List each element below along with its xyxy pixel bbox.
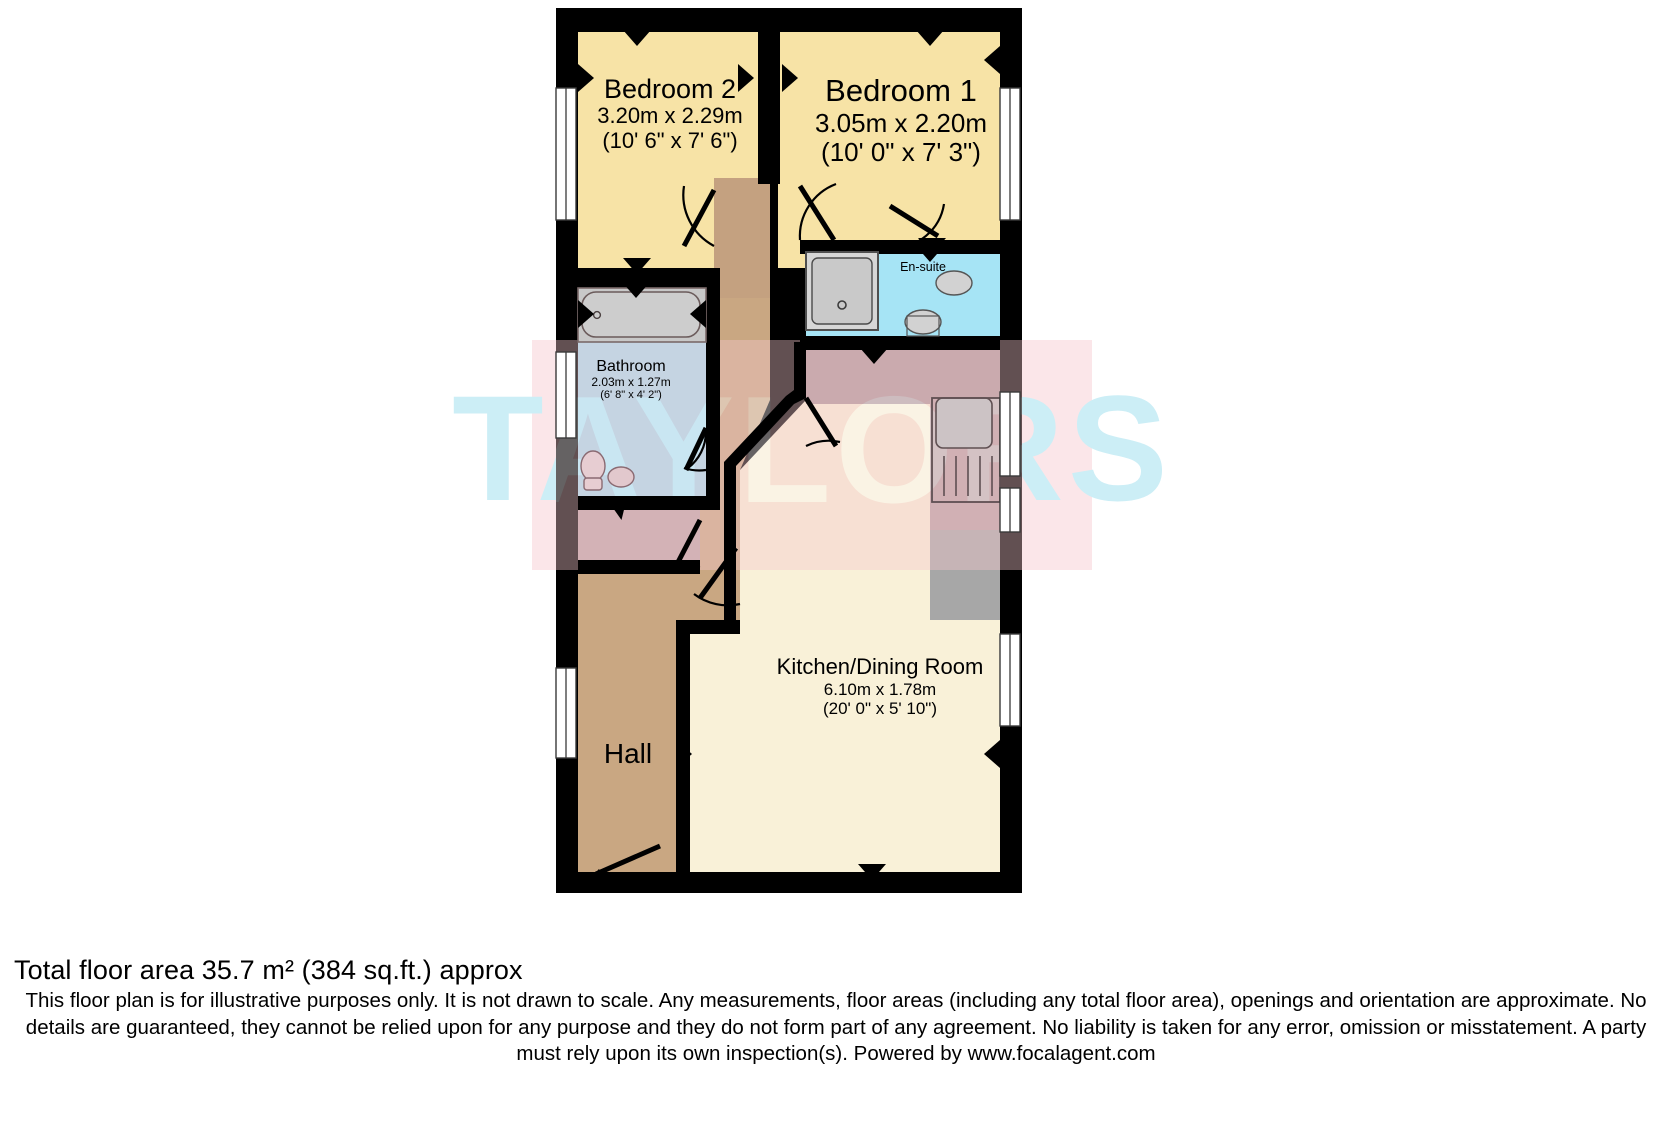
- fixture-sink-kitchen: [935, 397, 993, 449]
- door-swings: [594, 182, 946, 886]
- fixture-drainer: [943, 456, 993, 496]
- room-kitchen: [676, 342, 1000, 872]
- worktop-kitchen-top: [806, 342, 1000, 404]
- fixture-basin-bathroom: [607, 466, 635, 488]
- fixture-basin-ensuite: [904, 309, 942, 337]
- total-floor-area: Total floor area 35.7 m² (384 sq.ft.) ap…: [14, 955, 523, 985]
- fixture-bath: [577, 287, 707, 343]
- watermark-overlay: TAYLORS: [556, 340, 1022, 570]
- view-arrows: [578, 30, 1000, 880]
- floor-plan-drawing: TAYLORS TAYLORS: [452, 8, 1168, 893]
- room-bedroom1: [778, 32, 1000, 268]
- fixture-toilet-bathroom: [580, 450, 606, 491]
- footer: Total floor area 35.7 m² (384 sq.ft.) ap…: [0, 955, 1672, 1068]
- hall-link: [714, 178, 770, 298]
- floor-plan-canvas: TAYLORS TAYLORS: [452, 8, 1168, 893]
- fixture-toilet-ensuite: [935, 270, 973, 296]
- fixture-shower-tray: [805, 251, 879, 331]
- kitchen-unit-right-lower: [930, 530, 1000, 620]
- windows: [555, 87, 1021, 759]
- disclaimer-text: This floor plan is for illustrative purp…: [25, 989, 1647, 1066]
